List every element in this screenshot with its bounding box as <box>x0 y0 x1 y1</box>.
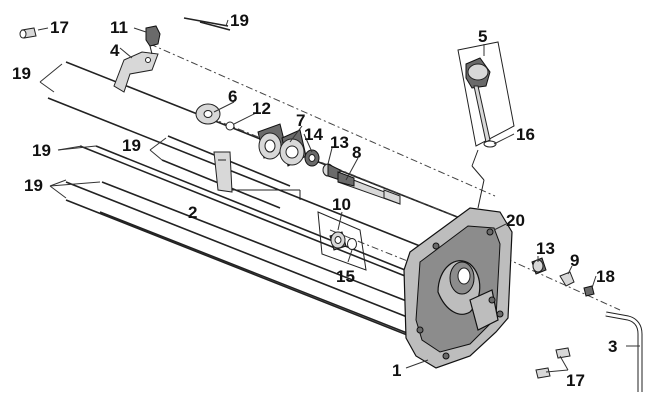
callout-4: 4 <box>110 41 120 60</box>
callout-3: 3 <box>608 337 617 356</box>
callout-11: 11 <box>110 18 128 37</box>
callout-14: 14 <box>304 125 323 144</box>
parts-right <box>531 257 595 297</box>
washer-6 <box>195 103 221 125</box>
bushing-13-upper <box>322 163 341 181</box>
callout-19-mid: 19 <box>32 141 51 160</box>
bearing-7 <box>257 123 307 167</box>
callout-19-lower: 19 <box>24 176 43 195</box>
dipstick-box <box>457 41 515 209</box>
crankcase-cover-1 <box>403 207 513 369</box>
bearing-14 <box>304 149 320 167</box>
callout-19-top: 19 <box>230 11 249 30</box>
ring-12 <box>225 121 235 131</box>
callout-13-lower: 13 <box>536 239 555 258</box>
callout-17-top: 17 <box>50 18 69 37</box>
bracket-4 <box>113 25 161 93</box>
hose-3 <box>605 311 643 392</box>
callout-6: 6 <box>228 87 237 106</box>
callout-18: 18 <box>596 267 615 286</box>
callout-19-left: 19 <box>12 64 31 83</box>
callout-12: 12 <box>252 99 271 118</box>
callout-labels: 17 11 19 4 19 5 6 12 7 14 13 8 16 19 19 … <box>12 11 617 390</box>
callout-5: 5 <box>478 27 487 46</box>
callout-16: 16 <box>516 125 535 144</box>
clip-9 <box>559 271 575 287</box>
callout-1: 1 <box>392 361 401 380</box>
bolt-18 <box>583 285 595 297</box>
dowel-17-top <box>19 27 37 39</box>
callout-20: 20 <box>506 211 525 230</box>
callout-17-bottom: 17 <box>566 371 585 390</box>
plate-2 <box>213 151 233 193</box>
detail-box-10 <box>317 211 367 271</box>
callout-13-upper: 13 <box>330 133 349 152</box>
callout-8: 8 <box>352 143 361 162</box>
callout-10: 10 <box>332 195 351 214</box>
callout-15: 15 <box>336 267 355 286</box>
callout-7: 7 <box>296 111 305 130</box>
leader-lines <box>37 19 640 373</box>
long-bolts <box>47 17 471 347</box>
sensor-11 <box>145 25 161 47</box>
dowel-17-bottom <box>535 347 571 379</box>
callout-9: 9 <box>570 251 579 270</box>
callout-19-center: 19 <box>122 136 141 155</box>
callout-2: 2 <box>188 203 197 222</box>
